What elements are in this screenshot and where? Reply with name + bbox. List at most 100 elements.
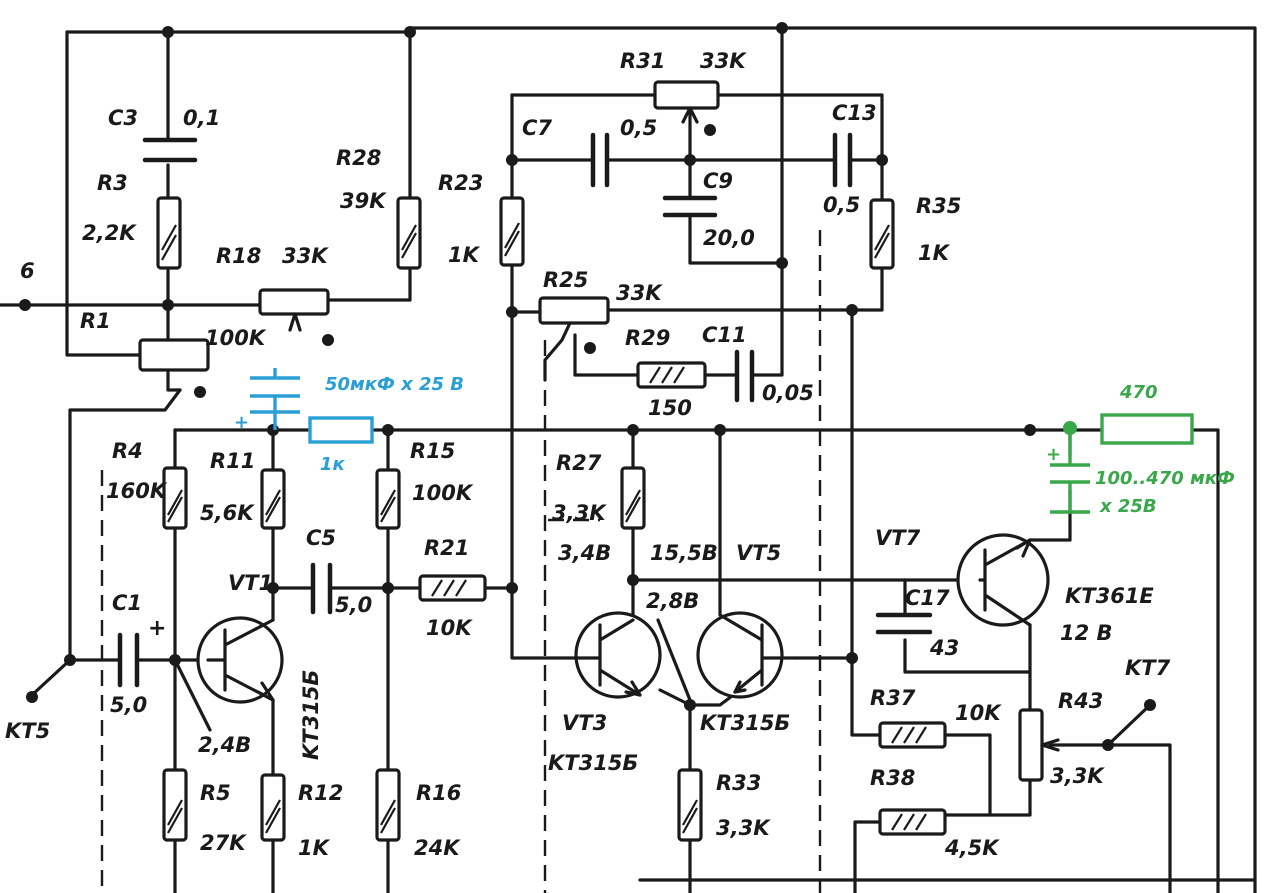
capacitor-c11 [734, 349, 755, 403]
resistor-r3 [156, 196, 182, 270]
resistors [138, 80, 1060, 842]
label-r3: R3 [97, 171, 128, 195]
label-r11: R11 [210, 449, 255, 473]
label-kt315-vt3: KT315Б [548, 751, 638, 775]
label-r28: R28 [336, 146, 381, 170]
label-c3-value: 0,1 [183, 106, 220, 130]
label-r21-value: 10K [426, 616, 473, 640]
transistors [196, 533, 1050, 704]
label-r16-value: 24K [414, 836, 461, 860]
label-kt7: KT7 [1125, 656, 1171, 680]
label-r3-value: 2,2K [82, 221, 137, 245]
resistor-r16 [375, 768, 401, 842]
capacitor-c9 [662, 195, 718, 218]
resistor-r25 [538, 296, 610, 325]
capacitor-c7 [590, 132, 610, 188]
label-r18-value: 33K [282, 244, 329, 268]
label-r33: R33 [716, 771, 761, 795]
transistor-vt3 [573, 611, 662, 699]
capacitor-c13 [832, 132, 853, 188]
resistor-r37 [878, 721, 947, 749]
label-vt3: VT3 [562, 711, 607, 735]
label-r23: R23 [438, 171, 483, 195]
label-r23-value: 1K [448, 243, 481, 267]
label-r16: R16 [416, 781, 461, 805]
label-r27-value: 3,3K [552, 501, 607, 525]
green-cap-label-1: 100..470 мкФ [1095, 468, 1235, 489]
capacitors [117, 132, 933, 688]
green-resistor [1100, 413, 1194, 445]
label-r4: R4 [112, 439, 143, 463]
label-kt5: KT5 [5, 719, 50, 743]
label-c17-value: 43 [929, 636, 959, 660]
resistor-r21 [418, 574, 487, 602]
label-voltage-12: 12 B [1060, 621, 1113, 645]
label-r1: R1 [80, 309, 111, 333]
label-r15-value: 100K [412, 481, 474, 505]
resistor-r43 [1018, 708, 1044, 782]
label-r21: R21 [424, 536, 469, 560]
label-c11: C11 [702, 323, 747, 347]
label-c1-value: 5,0 [110, 693, 147, 717]
label-voltage-15-5: 15,5B [650, 541, 718, 565]
label-r31-value: 33K [700, 49, 747, 73]
label-kt315-vt5: KT315Б [700, 711, 790, 735]
green-annotation: 470 + 100..470 мкФ х 25В [1046, 382, 1235, 517]
label-r43-value: 3,3K [1050, 764, 1105, 788]
resistor-r28 [396, 196, 422, 270]
label-kt361: KT361E [1065, 584, 1154, 608]
wires [0, 26, 1257, 893]
junction-dots [19, 22, 1156, 751]
label-voltage-2-4: 2,4B [198, 733, 251, 757]
blue-plus-sign: + [234, 412, 249, 433]
label-r29-value: 150 [648, 396, 692, 420]
label-c13: C13 [832, 101, 877, 125]
label-r5-value: 27K [200, 831, 247, 855]
label-voltage-2-8: 2,8B [646, 589, 699, 613]
label-kt315-vt1: KT315Б [299, 670, 323, 760]
capacitor-c3 [142, 137, 198, 163]
label-r12-value: 1K [298, 836, 331, 860]
label-r4-value: 160K [106, 479, 168, 503]
transistor-vt7 [956, 533, 1050, 627]
label-vt7: VT7 [875, 526, 921, 550]
resistor-r15 [375, 468, 401, 530]
resistor-r4 [162, 466, 188, 530]
label-c13-value: 0,5 [823, 193, 860, 217]
resistor-r33 [677, 768, 703, 842]
resistor-r5 [162, 768, 188, 842]
resistor-r29 [636, 361, 707, 389]
capacitor-c17 [875, 612, 933, 635]
capacitor-c5 [310, 562, 333, 615]
resistor-r12 [260, 773, 286, 842]
green-junction-dot [1063, 421, 1077, 435]
label-vt1: VT1 [228, 571, 273, 595]
label-r1-value: 100K [205, 326, 267, 350]
transistor-vt5 [696, 588, 797, 699]
label-r27: R27 [556, 451, 602, 475]
label-r38-value: 4,5K [944, 836, 1000, 860]
label-c7-value: 0,5 [620, 116, 657, 140]
label-r25: R25 [543, 268, 588, 292]
blue-res-label: 1к [320, 454, 346, 475]
label-c1: C1 [112, 591, 142, 615]
label-r15: R15 [410, 439, 455, 463]
blue-cap-label: 50мкФ х 25 В [325, 374, 464, 395]
capacitor-c1 [117, 632, 140, 688]
label-c9-value: 20,0 [703, 226, 755, 250]
label-c11-value: 0,05 [762, 381, 814, 405]
label-vt5: VT5 [736, 541, 781, 565]
resistor-r11 [260, 468, 286, 530]
label-r25-value: 33K [616, 281, 663, 305]
label-r43: R43 [1058, 689, 1103, 713]
blue-resistor [308, 416, 374, 444]
label-voltage-3-4: 3,4B [558, 541, 611, 565]
label-r29: R29 [625, 326, 670, 350]
label-r33-value: 3,3K [716, 816, 771, 840]
resistor-r1 [138, 338, 210, 372]
green-cap-label-2: х 25В [1099, 496, 1157, 517]
resistor-r18 [258, 288, 330, 316]
label-r12: R12 [298, 781, 343, 805]
component-labels: C3 0,1 R3 2,2K R28 39K R18 33K R1 100K 6… [5, 49, 1171, 860]
